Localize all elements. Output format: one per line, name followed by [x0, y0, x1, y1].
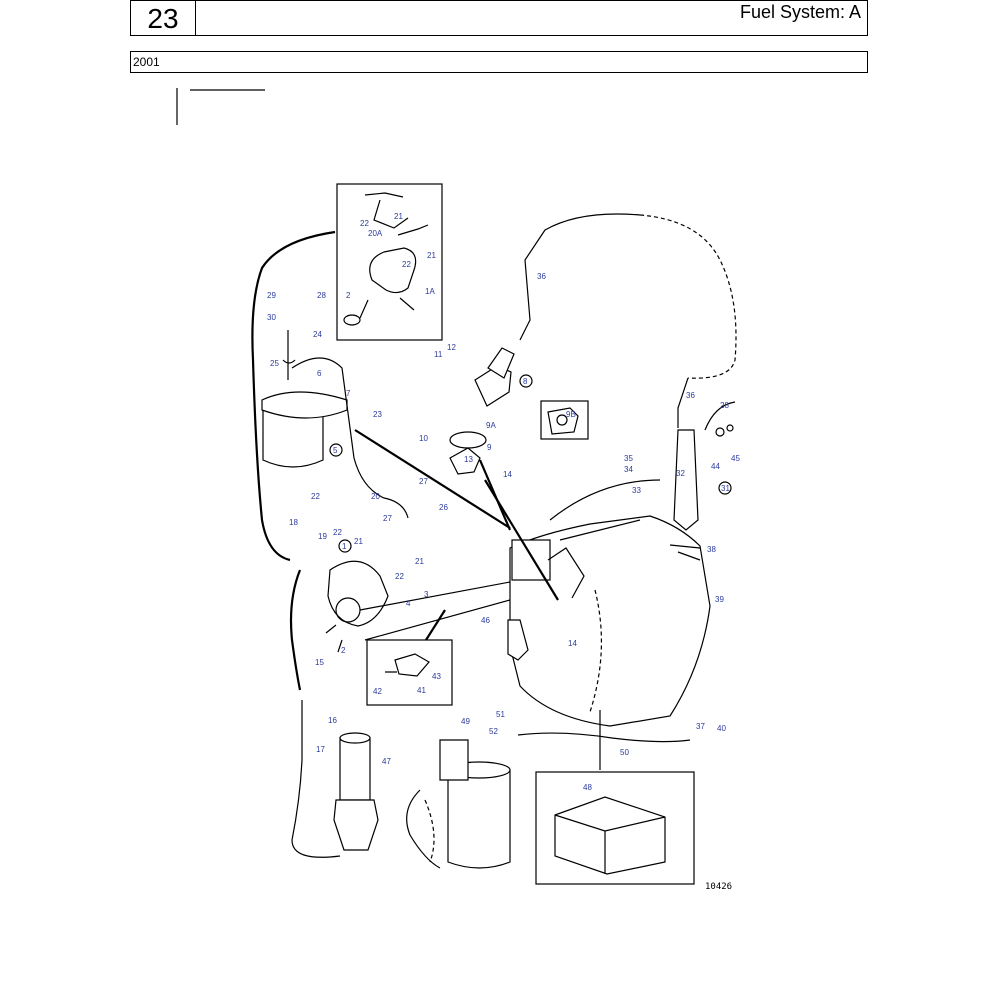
callout: 26 — [439, 503, 448, 512]
callout: 20A — [368, 229, 383, 238]
inset-fuel-pump — [336, 183, 443, 341]
callout: 10 — [419, 434, 428, 443]
callout: 2 — [346, 291, 351, 300]
callout: 37 — [696, 722, 705, 731]
callout: 24 — [313, 330, 322, 339]
callout: 42 — [373, 687, 382, 696]
callout: 11 — [434, 350, 443, 359]
callout: 7 — [346, 389, 351, 398]
inset-fuel-tank — [535, 771, 695, 885]
callout: 27 — [383, 514, 392, 523]
water-separator — [447, 769, 511, 869]
page-header: 23 Fuel System: A — [130, 0, 868, 36]
callout: 9 — [487, 443, 492, 452]
callout: 36 — [537, 272, 546, 281]
callout: 22 — [360, 219, 369, 228]
callout: 35 — [624, 454, 633, 463]
callout: 8 — [523, 377, 528, 386]
engine-block — [509, 515, 711, 727]
callout: 16 — [328, 716, 337, 725]
callout-labels: 21 22 20A 21 22 2 1A 29 28 30 24 25 6 7 … — [267, 212, 740, 792]
callout: 25 — [270, 359, 279, 368]
callout: 29 — [267, 291, 276, 300]
section-number: 23 — [131, 1, 196, 35]
inset-gasket — [540, 400, 589, 440]
callout: 50 — [620, 748, 629, 757]
callout: 38 — [707, 545, 716, 554]
callout: 18 — [289, 518, 298, 527]
callout: 46 — [481, 616, 490, 625]
callout: 1 — [342, 542, 347, 551]
callout: 21 — [394, 212, 403, 221]
illustration-number: 10426 — [705, 882, 732, 892]
callout: 31 — [721, 484, 730, 493]
fuel-filter — [262, 409, 324, 468]
callout: 21 — [427, 251, 436, 260]
callout: 32 — [676, 469, 685, 478]
callout: 13 — [464, 455, 473, 464]
callout: 51 — [496, 710, 505, 719]
callout: 30 — [267, 313, 276, 322]
callout: 28 — [317, 291, 326, 300]
callout: 47 — [382, 757, 391, 766]
callout: 15 — [315, 658, 324, 667]
callout: 5 — [333, 446, 338, 455]
injector — [673, 429, 699, 531]
callout: 48 — [583, 783, 592, 792]
callout: 9B — [566, 410, 576, 419]
callout: 34 — [624, 465, 633, 474]
callout: 21 — [354, 537, 363, 546]
callout: 39 — [715, 595, 724, 604]
callout: 17 — [316, 745, 325, 754]
hand-primer-pump — [339, 737, 371, 801]
callout: 19 — [318, 532, 327, 541]
callout: 14 — [568, 639, 577, 648]
callout: 27 — [419, 477, 428, 486]
callout: 21 — [415, 557, 424, 566]
callout: 44 — [711, 462, 720, 471]
callout: 20 — [371, 492, 380, 501]
callout: 22 — [402, 260, 411, 269]
callout: 22 — [395, 572, 404, 581]
callout: 36 — [686, 391, 695, 400]
callout: 6 — [317, 369, 322, 378]
callout: 49 — [461, 717, 470, 726]
callout: 40 — [717, 724, 726, 733]
callout: 14 — [503, 470, 512, 479]
callout: 28 — [720, 401, 729, 410]
page-title: Fuel System: A — [739, 2, 861, 22]
callout: 52 — [489, 727, 498, 736]
callout: 33 — [632, 486, 641, 495]
callout: 4 — [406, 599, 411, 608]
callout: 43 — [432, 672, 441, 681]
callout: 1A — [425, 287, 435, 296]
callout: 9A — [486, 421, 496, 430]
callout: 41 — [417, 686, 426, 695]
injection-pump — [511, 539, 551, 581]
model-year: 2001 — [130, 51, 868, 73]
callout: 22 — [333, 528, 342, 537]
callout: 23 — [373, 410, 382, 419]
callout: 12 — [447, 343, 456, 352]
callout: 45 — [731, 454, 740, 463]
callout: 2 — [341, 646, 346, 655]
callout: 22 — [311, 492, 320, 501]
callout: 3 — [424, 590, 429, 599]
inset-bracket — [366, 639, 453, 706]
